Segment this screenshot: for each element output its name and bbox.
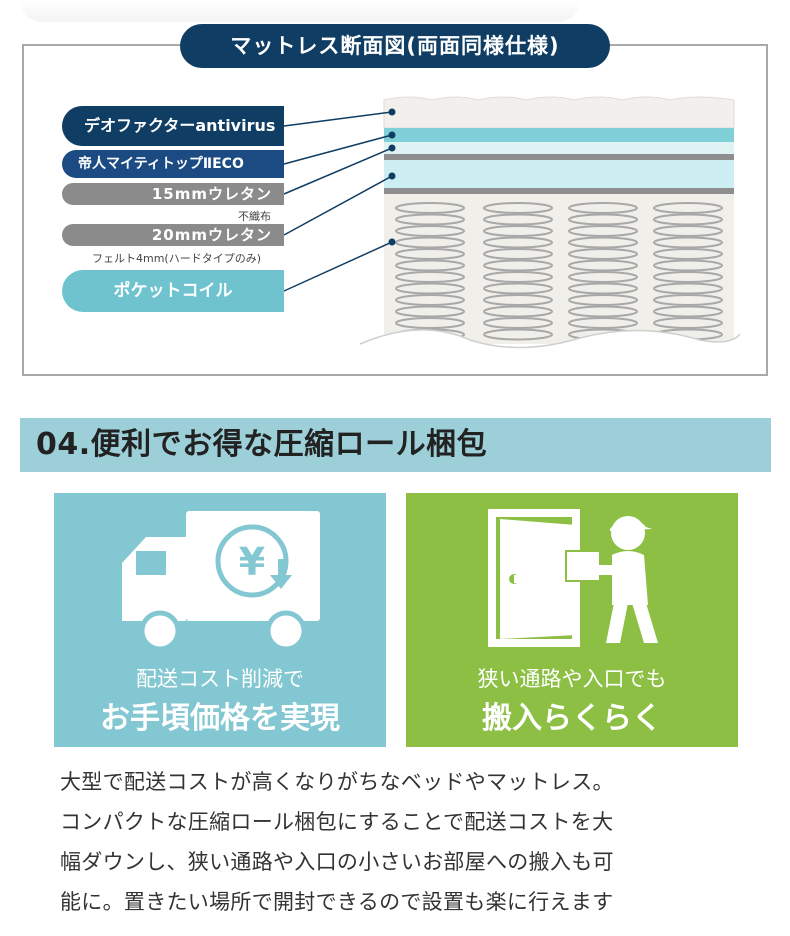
coil-ring xyxy=(568,236,638,249)
label-nonwoven: 不織布 xyxy=(238,210,271,223)
coil-ring xyxy=(568,259,638,272)
body-paragraph: 大型で配送コストが高くなりがちなベッドやマットレス。 コンパクトな圧縮ロール梱包… xyxy=(60,762,750,922)
coil-ring xyxy=(483,317,553,329)
coil-ring xyxy=(568,213,638,226)
top-pad-layer xyxy=(383,96,735,129)
coil-ring xyxy=(653,248,723,260)
coil-ring xyxy=(395,236,465,249)
coil-ring xyxy=(653,271,723,283)
coil-ring xyxy=(653,202,723,214)
coil-ring xyxy=(483,282,553,295)
label-urethane-20: 20mmウレタン xyxy=(62,224,284,246)
coil-ring xyxy=(395,225,465,237)
coil-ring xyxy=(395,202,465,214)
diagram-title: マットレス断面図(両面同様仕様) xyxy=(180,24,610,68)
body-line: コンパクトな圧縮ロール梱包にすることで配送コストを大 xyxy=(60,810,614,834)
bottom-fabric xyxy=(360,329,740,360)
coil-layer xyxy=(384,194,734,344)
coil-ring xyxy=(483,271,553,283)
coil-ring xyxy=(653,282,723,295)
coil-ring xyxy=(483,213,553,226)
coil-ring xyxy=(483,294,553,306)
coil-ring xyxy=(568,202,638,214)
body-line: 大型で配送コストが高くなりがちなベッドやマットレス。 xyxy=(60,770,614,794)
label-felt: フェルト4mm(ハードタイプのみ) xyxy=(92,252,262,265)
coil-ring xyxy=(483,248,553,260)
coil-ring xyxy=(653,213,723,226)
body-line: 幅ダウンし、狭い通路や入口の小さいお部屋への搬入も可 xyxy=(60,850,614,874)
svg-text:¥: ¥ xyxy=(239,540,265,584)
body-line: 能に。置きたい場所で開封できるので設置も楽に行えます xyxy=(60,890,614,914)
coil-ring xyxy=(653,317,723,329)
urethane15-layer xyxy=(384,142,734,154)
coil-ring xyxy=(483,225,553,237)
coil-ring xyxy=(653,225,723,237)
coil-ring xyxy=(483,305,553,318)
coil-ring xyxy=(653,305,723,318)
coil-ring xyxy=(568,248,638,260)
coil-ring xyxy=(395,259,465,272)
coil-ring xyxy=(395,317,465,329)
coil-ring xyxy=(395,213,465,226)
felt-layer xyxy=(384,188,734,194)
coil-ring xyxy=(395,305,465,318)
coil-ring xyxy=(483,236,553,249)
coil-ring xyxy=(395,271,465,283)
urethane20-layer xyxy=(384,160,734,188)
pocket-coils xyxy=(395,202,723,341)
section-title: 04.便利でお得な圧縮ロール梱包 xyxy=(36,427,488,462)
coil-ring xyxy=(395,282,465,295)
label-urethane-15: 15mmウレタン xyxy=(62,183,284,205)
coil-ring xyxy=(395,248,465,260)
label-deofactor: デオファクターantivirus xyxy=(62,106,284,146)
label-pocket-coil: ポケットコイル xyxy=(62,270,284,312)
section-heading-bar: 04.便利でお得な圧縮ロール梱包 xyxy=(20,418,771,472)
delivery-person-door-icon xyxy=(488,509,658,647)
card-a-title: お手頃価格を実現 xyxy=(100,701,340,736)
label-teijin: 帝人マイティトップⅡECO xyxy=(62,150,284,178)
coil-ring xyxy=(483,202,553,214)
coil-ring xyxy=(568,282,638,295)
nonwoven-layer xyxy=(384,154,734,160)
teijin-layer xyxy=(384,128,734,142)
leader-lines xyxy=(283,111,393,292)
card-b-subtitle: 狭い通路や入口でも xyxy=(477,667,667,691)
card-easy-delivery: 狭い通路や入口でも 搬入らくらく xyxy=(406,493,738,747)
coil-ring xyxy=(483,259,553,272)
coil-ring xyxy=(483,328,553,341)
card-delivery-cost: ¥ 配送コスト削減で お手頃価格を実現 xyxy=(54,493,386,747)
coil-ring xyxy=(653,236,723,249)
coil-ring xyxy=(568,305,638,318)
delivery-truck-yen-icon: ¥ xyxy=(122,511,320,652)
coil-ring xyxy=(568,271,638,283)
leader-dots xyxy=(388,108,396,246)
coil-ring xyxy=(653,294,723,306)
card-a-subtitle: 配送コスト削減で xyxy=(136,667,304,691)
coil-ring xyxy=(568,294,638,306)
card-b-title: 搬入らくらく xyxy=(482,701,662,736)
mattress-cross-section-illustration xyxy=(283,96,741,360)
coil-ring xyxy=(568,225,638,237)
coil-ring xyxy=(653,259,723,272)
coil-ring xyxy=(395,294,465,306)
coil-ring xyxy=(568,317,638,329)
top-shadow xyxy=(20,0,580,22)
